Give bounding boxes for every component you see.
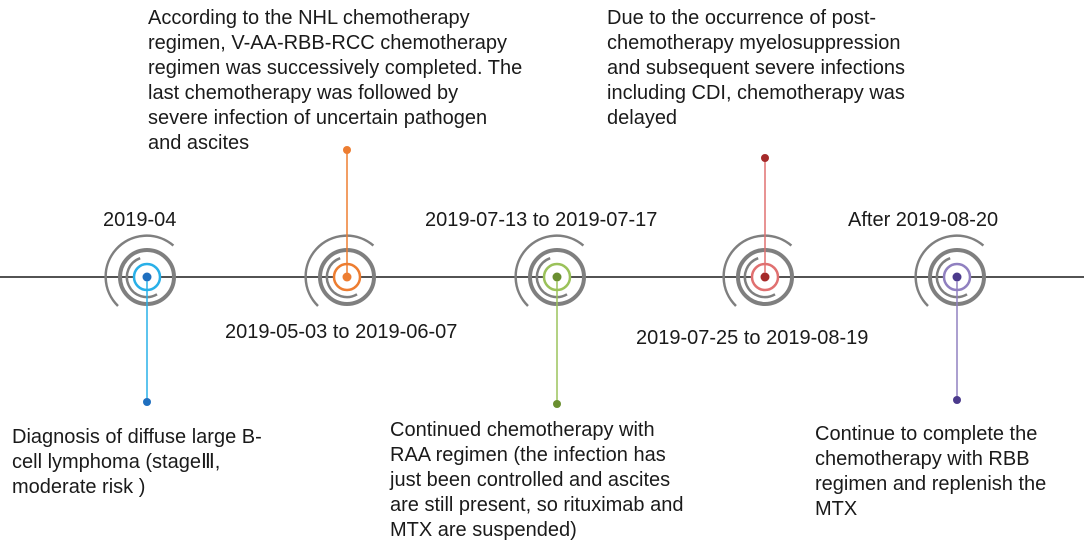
event-5-description-line: regimen and replenish the: [815, 473, 1047, 495]
event-1-description-line: Diagnosis of diffuse large B-: [12, 426, 262, 448]
event-4-date: 2019-07-25 to 2019-08-19: [636, 327, 869, 349]
event-2-inner-arc: [325, 257, 358, 299]
event-4-end-dot: [761, 154, 769, 162]
event-1-inner-arc: [125, 257, 158, 299]
event-2-outer-arc: [304, 234, 375, 307]
event-4-center-dot: [760, 272, 770, 282]
event-2-end-dot: [343, 146, 351, 154]
event-1-center-dot: [142, 272, 152, 282]
event-4-description-line: chemotherapy myelosuppression: [607, 32, 901, 54]
event-3-description-line: Continued chemotherapy with: [390, 419, 655, 441]
event-2-description-line: last chemotherapy was followed by: [148, 82, 459, 104]
event-5-inner-arc: [935, 257, 968, 299]
event-2-description-line: regimen, V-AA-RBB-RCC chemotherapy: [148, 32, 508, 54]
event-1-outer-arc: [104, 234, 175, 307]
event-4-outer-arc: [722, 234, 793, 307]
event-4-description-line: delayed: [607, 107, 678, 129]
event-5-description-line: MTX: [815, 498, 858, 520]
event-3-inner-arc: [535, 257, 568, 299]
event-4-description-line: Due to the occurrence of post-: [607, 7, 877, 29]
event-2-center-dot: [342, 272, 352, 282]
event-5-end-dot: [953, 396, 961, 404]
event-5-date: After 2019-08-20: [848, 209, 999, 231]
event-4-description-line: and subsequent severe infections: [607, 57, 905, 79]
event-1-end-dot: [143, 398, 151, 406]
event-3-description-line: RAA regimen (the infection has: [390, 444, 666, 466]
event-1-description-line: moderate risk ): [12, 476, 146, 498]
event-3-center-dot: [552, 272, 562, 282]
event-3-date: 2019-07-13 to 2019-07-17: [425, 209, 658, 231]
event-5-description-line: chemotherapy with RBB: [815, 448, 1030, 470]
event-2-description-line: regimen was successively completed. The: [148, 57, 523, 79]
event-5-outer-arc: [914, 234, 985, 307]
event-4-description-line: including CDI, chemotherapy was: [607, 82, 905, 104]
event-3-outer-arc: [514, 234, 585, 307]
event-3-description-line: are still present, so rituximab and: [390, 494, 684, 516]
event-2-date: 2019-05-03 to 2019-06-07: [225, 321, 458, 343]
event-2-description-line: severe infection of uncertain pathogen: [148, 107, 488, 129]
event-2-description-line: and ascites: [148, 132, 250, 154]
event-5-description-line: Continue to complete the: [815, 423, 1038, 445]
event-3-end-dot: [553, 400, 561, 408]
event-1-date: 2019-04: [103, 209, 177, 231]
event-5-center-dot: [952, 272, 962, 282]
event-3-description-line: just been controlled and ascites: [390, 469, 671, 491]
event-4-inner-arc: [743, 257, 776, 299]
event-1-description-line: cell lymphoma (stageⅢ,: [12, 451, 221, 473]
event-2-description-line: According to the NHL chemotherapy: [148, 7, 470, 29]
event-3-description-line: MTX are suspended): [390, 519, 577, 541]
